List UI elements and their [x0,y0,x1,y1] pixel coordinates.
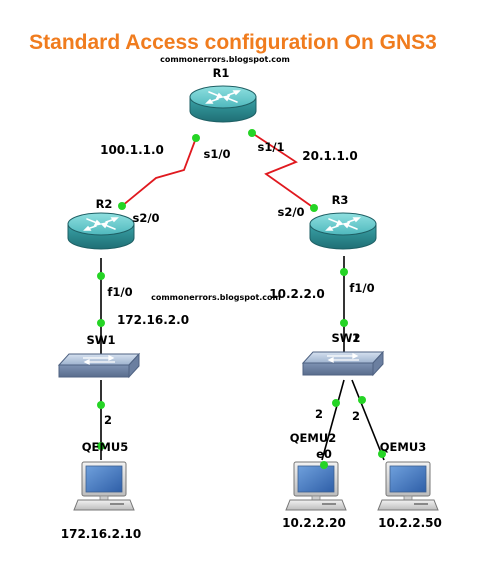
port-dot-qemu2 [320,461,328,469]
port-dot-sw2-right [358,396,366,404]
label-sw2-port-right: 2 [352,409,360,423]
label-net-lan-right: 10.2.2.0 [269,287,324,301]
host-qemu2[interactable] [285,461,347,511]
port-dots [97,129,386,469]
host-qemu5[interactable] [73,461,135,511]
label-ip-qemu3: 10.2.2.50 [378,516,442,530]
label-sw2-port-uplink: 1 [352,331,360,345]
label-qemu3: QEMU3 [380,440,426,454]
port-dot-r2-f10 [97,272,105,280]
label-net-r1-r3: 20.1.1.0 [302,149,357,163]
port-dot-sw1-up [97,319,105,327]
serial-link-r1-r2[interactable] [121,137,197,207]
port-dot-sw2-left [332,399,340,407]
label-qemu2: QEMU2 [290,431,336,445]
label-net-r1-r2: 100.1.1.0 [100,143,164,157]
label-r1-s11: s1/1 [257,140,284,154]
label-qemu2-iface: e0 [316,447,332,461]
switch-sw2[interactable] [302,351,384,376]
serial-link-r1-r3[interactable] [251,132,315,209]
router-r2[interactable] [67,212,135,250]
label-r1-s10: s1/0 [203,147,230,161]
label-r2: R2 [96,197,113,211]
label-r2-s20: s2/0 [132,211,159,225]
label-qemu5: QEMU5 [82,440,128,454]
port-dot-r3-s20 [310,204,318,212]
router-r1[interactable] [189,85,257,123]
host-qemu3[interactable] [377,461,439,511]
port-dot-sw2-up [340,319,348,327]
label-r2-f10: f1/0 [107,285,132,299]
eth-link-sw2-qemu3[interactable] [351,379,385,461]
label-r3: R3 [332,193,349,207]
switch-sw1[interactable] [58,353,140,378]
label-sw2: SW2 [332,331,361,345]
label-r1: R1 [213,66,230,80]
label-ip-qemu5: 172.16.2.10 [61,527,141,541]
port-dot-r2-s20 [118,202,126,210]
port-dot-r3-f10 [340,268,348,276]
label-sw1: SW1 [87,333,116,347]
router-r3[interactable] [309,212,377,250]
port-dot-sw1-2 [97,401,105,409]
label-r3-f10: f1/0 [349,281,374,295]
eth-link-sw2-qemu2[interactable] [321,379,345,461]
label-sw1-port: 2 [104,413,112,427]
diagram-title: Standard Access configuration On GNS3 [29,31,437,54]
port-dot-r1-s10 [192,134,200,142]
watermark-middle: commonerrors.blogspot.com [151,293,281,302]
watermark-top: commonerrors.blogspot.com [160,55,290,64]
port-dot-qemu5 [97,442,105,450]
label-net-lan-left: 172.16.2.0 [117,313,189,327]
label-sw2-port-left: 2 [315,407,323,421]
label-ip-qemu2: 10.2.2.20 [282,516,346,530]
port-dot-r1-s11 [248,129,256,137]
port-dot-qemu3 [378,450,386,458]
label-r3-s20: s2/0 [277,205,304,219]
